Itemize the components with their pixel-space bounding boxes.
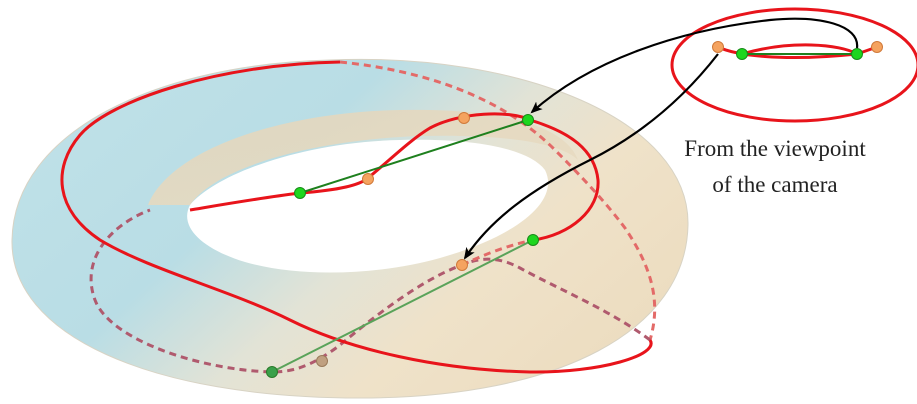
camera-caption: From the viewpoint of the camera	[640, 131, 910, 203]
green-point-middle-right	[527, 234, 539, 246]
arrow-to-upper-point	[530, 17, 859, 114]
camera-view-inset	[670, 7, 917, 123]
visible-curve-left-connection	[189, 191, 301, 212]
hidden-curve-back-arc	[339, 60, 657, 341]
segment-upper	[299, 119, 529, 194]
orange-point-upper	[458, 112, 470, 124]
hidden-curve-segment-to-orange	[461, 238, 534, 267]
green-point-upper-left	[294, 187, 306, 199]
orange-point-middle	[456, 259, 468, 271]
camera-orange-point-left	[712, 41, 724, 53]
segment-lower	[271, 239, 534, 373]
hidden-curve	[89, 60, 657, 374]
arrow-to-middle-point	[463, 53, 719, 260]
camera-orange-point-right	[871, 41, 883, 53]
camera-green-point-left	[736, 48, 748, 60]
orange-point-bottom	[316, 355, 328, 367]
green-point-upper-right	[522, 114, 534, 126]
orange-point-middle-left	[362, 173, 374, 185]
points	[266, 112, 539, 378]
hidden-curve-lower-loop	[89, 208, 651, 374]
caption-line-2: of the camera	[712, 172, 838, 197]
caption-line-1: From the viewpoint	[684, 136, 866, 161]
camera-green-point-right	[851, 48, 863, 60]
segments	[271, 119, 534, 373]
torus	[11, 58, 689, 399]
visible-curve-main	[60, 60, 653, 374]
arrows	[463, 17, 859, 260]
torus-hole	[187, 139, 549, 273]
camera-view-ellipse	[670, 7, 917, 123]
torus-inner-wall	[148, 109, 578, 205]
green-point-bottom-left	[266, 366, 278, 378]
